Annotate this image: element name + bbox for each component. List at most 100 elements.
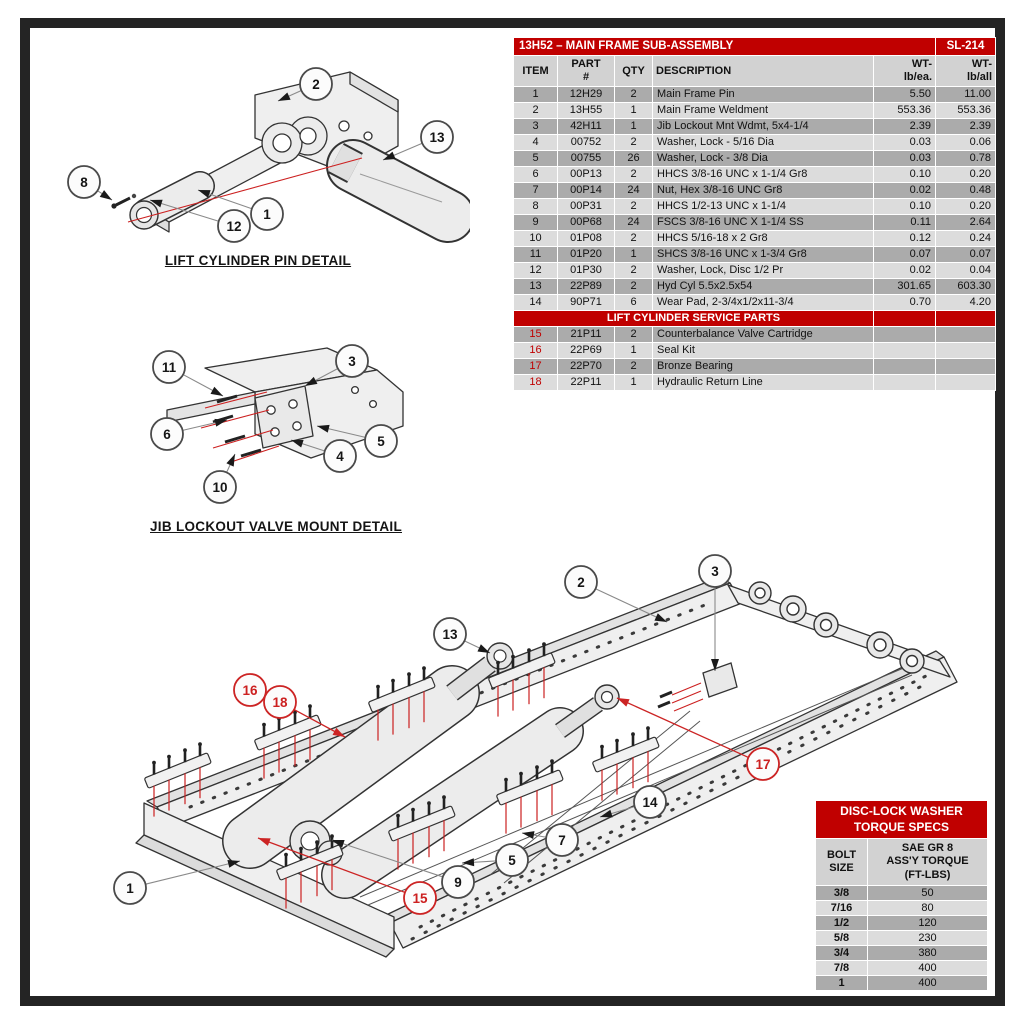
jib-lockout-valve-mount-drawing: 11 3 6 5 4 10 [150, 344, 404, 504]
col-wt-all: WT- lb/all [935, 55, 996, 87]
col-description: DESCRIPTION [652, 55, 874, 87]
lift-cylinder-pin [129, 171, 215, 230]
balloon-12: 12 [149, 199, 251, 243]
hydraulic-cylinder [326, 139, 470, 243]
wear-pad-bar [254, 704, 322, 779]
balloon-9: 9 [331, 839, 475, 899]
jib-lockout-bracket [657, 662, 738, 712]
col-item: ITEM [513, 55, 558, 87]
lift-cylinder-pin-detail-drawing: 2 13 8 12 1 [67, 67, 470, 243]
svg-text:13: 13 [442, 627, 458, 642]
svg-text:5: 5 [377, 434, 385, 449]
col-part: PART # [557, 55, 615, 87]
balloon-4: 4 [290, 439, 357, 473]
parts-table: 13H52 – MAIN FRAME SUB-ASSEMBLY SL-214 I… [513, 37, 996, 391]
clevis-eyes [748, 581, 925, 674]
balloon-14: 14 [599, 785, 667, 819]
pin-detail-title: LIFT CYLINDER PIN DETAIL [164, 253, 352, 268]
valve-block [254, 385, 314, 449]
torque-table-header-row: BOLT SIZE SAE GR 8 ASS'Y TORQUE (FT-LBS) [815, 838, 988, 886]
centerline [127, 157, 363, 223]
balloon-10: 10 [203, 453, 237, 504]
sheet-number: SL-214 [935, 37, 996, 56]
balloon-5: 5 [316, 424, 398, 458]
wear-pad-assemblies [144, 642, 660, 909]
balloon-13: 13 [433, 617, 491, 654]
balloon-7: 7 [521, 823, 579, 857]
balloon-13: 13 [382, 120, 454, 161]
wear-pad-bar [496, 759, 564, 834]
torque-table-title-bar: DISC-LOCK WASHER TORQUE SPECS [815, 799, 988, 840]
jib-detail-title: JIB LOCKOUT VALVE MOUNT DETAIL [150, 519, 402, 534]
balloon-18: 18 [263, 685, 346, 738]
svg-text:4: 4 [336, 449, 344, 464]
svg-text:7: 7 [558, 833, 566, 848]
svg-text:16: 16 [242, 683, 258, 698]
wear-pad-bar [368, 666, 436, 741]
balloon-3: 3 [304, 344, 369, 387]
svg-text:3: 3 [711, 564, 719, 579]
wear-pad-bar [276, 834, 344, 909]
wear-pad-bar [144, 742, 212, 817]
svg-text:12: 12 [226, 219, 241, 234]
assembly-title: 13H52 – MAIN FRAME SUB-ASSEMBLY [513, 37, 936, 56]
parts-table-title-bar: 13H52 – MAIN FRAME SUB-ASSEMBLY SL-214 [513, 37, 996, 56]
svg-text:13: 13 [429, 130, 445, 145]
service-parts-header: LIFT CYLINDER SERVICE PARTS [513, 310, 996, 327]
balloon-11: 11 [152, 350, 224, 397]
wear-pad-bar [488, 642, 556, 717]
parts-table-header-row: ITEM PART # QTY DESCRIPTION WT- lb/ea. W… [513, 55, 996, 87]
svg-text:11: 11 [162, 360, 177, 375]
svg-text:2: 2 [577, 575, 585, 590]
col-torque: SAE GR 8 ASS'Y TORQUE (FT-LBS) [867, 838, 988, 886]
svg-text:6: 6 [163, 427, 171, 442]
svg-text:18: 18 [272, 695, 288, 710]
col-qty: QTY [614, 55, 653, 87]
torque-table-title: DISC-LOCK WASHER TORQUE SPECS [815, 799, 988, 840]
svg-text:9: 9 [454, 875, 462, 890]
balloon-6: 6 [150, 417, 228, 451]
svg-text:1: 1 [126, 881, 134, 896]
col-bolt-size: BOLT SIZE [815, 838, 868, 886]
balloon-3: 3 [698, 554, 732, 671]
balloon-2: 2 [277, 67, 333, 102]
balloon-2: 2 [564, 565, 668, 623]
svg-text:10: 10 [212, 480, 227, 495]
wear-pad-bar [592, 726, 660, 801]
balloon-1: 1 [197, 189, 284, 231]
pin-screw [111, 193, 137, 209]
svg-text:5: 5 [508, 853, 516, 868]
svg-text:2: 2 [312, 77, 320, 92]
hydraulic-cylinder-upper [222, 642, 514, 869]
torque-specs-table: DISC-LOCK WASHER TORQUE SPECS BOLT SIZE … [815, 799, 988, 991]
svg-text:1: 1 [263, 207, 271, 222]
svg-text:8: 8 [80, 175, 88, 190]
svg-text:14: 14 [642, 795, 658, 810]
balloon-17: 17 [616, 697, 780, 781]
svg-text:3: 3 [348, 354, 356, 369]
balloon-8: 8 [67, 165, 113, 201]
svg-text:17: 17 [755, 757, 770, 772]
